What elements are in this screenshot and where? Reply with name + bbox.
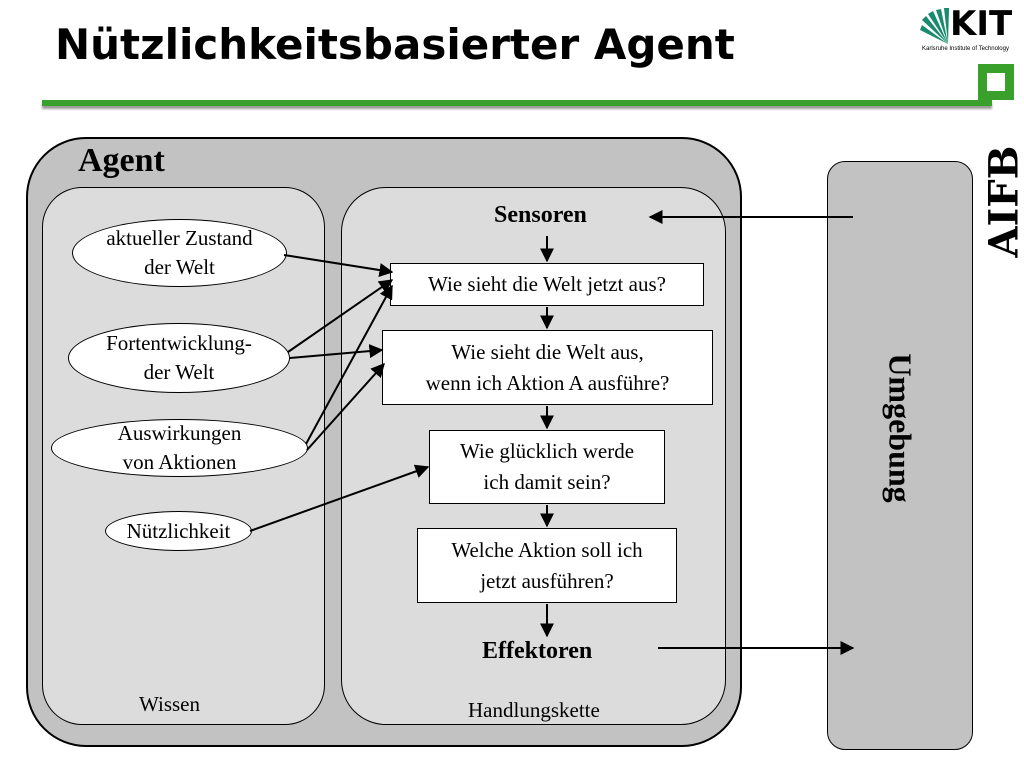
knowledge-item-world-evolution: Fortentwicklung- der Welt xyxy=(68,323,290,393)
aifb-square-icon xyxy=(978,64,1014,100)
step-current-world: Wie sieht die Welt jetzt aus? xyxy=(390,263,704,306)
kit-logo-subtitle: Karlsruhe Institute of Technology xyxy=(922,46,1009,52)
knowledge-item-current-state: aktueller Zustand der Welt xyxy=(72,219,287,287)
title-underline xyxy=(42,100,992,106)
step-choose-action: Welche Aktion soll ich jetzt ausführen? xyxy=(417,528,677,603)
slide-title: Nützlichkeitsbasierter Agent xyxy=(55,20,735,69)
knowledge-item-action-effects: Auswirkungen von Aktionen xyxy=(51,419,308,477)
step-world-after-action: Wie sieht die Welt aus, wenn ich Aktion … xyxy=(382,330,713,405)
step-happiness: Wie glücklich werde ich damit sein? xyxy=(429,430,665,504)
aifb-logo: AIFB xyxy=(972,64,1024,258)
action-chain-panel-label: Handlungskette xyxy=(468,698,600,722)
aifb-logo-text: AIFB xyxy=(980,145,1024,258)
effectors-label: Effektoren xyxy=(482,638,593,664)
agent-label: Agent xyxy=(78,142,165,179)
kit-logo-text: KIT xyxy=(950,4,1013,44)
kit-fan-icon xyxy=(920,8,949,44)
sensors-label: Sensoren xyxy=(494,202,587,228)
knowledge-panel-label: Wissen xyxy=(139,692,200,716)
knowledge-item-utility: Nützlichkeit xyxy=(105,511,252,551)
kit-logo: KIT Karlsruhe Institute of Technology xyxy=(918,4,1020,52)
environment-label: Umgebung xyxy=(882,353,919,503)
